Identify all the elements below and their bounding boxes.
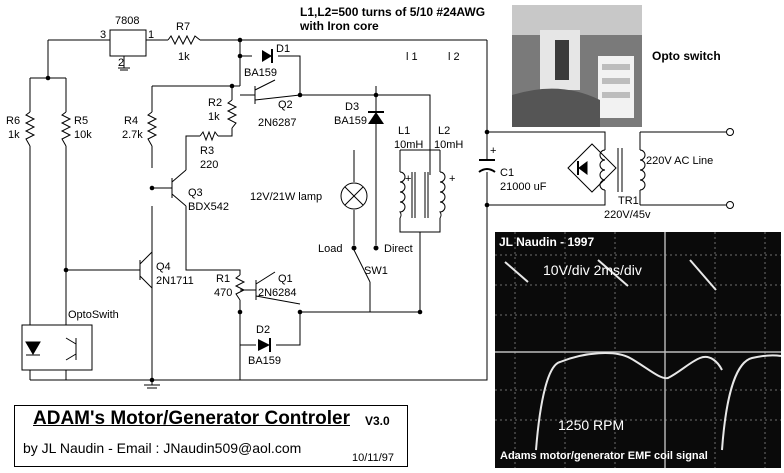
label-r1-value: 470 [214,287,232,299]
label-l1-dot-plus: + [405,173,411,185]
label-q1-part: 2N6284 [258,287,297,299]
label-d2-name: D2 [256,324,270,336]
label-direct: Direct [384,243,413,255]
label-l2-value: 10mH [434,139,463,151]
resistor-symbols [24,34,246,301]
transistor-q1 [240,271,301,305]
opto-switch-photo [512,5,642,127]
label-d2-part: BA159 [248,355,281,367]
diode-d2 [258,338,271,352]
label-l1-value: 10mH [394,139,423,151]
scope-rpm: 1250 RPM [558,417,624,433]
label-d3-name: D3 [345,101,359,113]
label-r4-value: 2.7k [122,129,143,141]
label-c1-plus: + [490,145,496,157]
label-l2-name: L2 [438,125,450,137]
label-q4-name: Q4 [156,261,171,273]
label-reg-pin-in: 3 [100,29,106,41]
label-r2-name: R2 [208,97,222,109]
label-sw1: SW1 [364,265,388,277]
label-r1-name: R1 [216,273,230,285]
label-r5-name: R5 [74,115,88,127]
label-lamp: 12V/21W lamp [250,191,322,203]
opto-switch-symbol [25,337,77,361]
label-q3-name: Q3 [188,187,203,199]
diode-d3 [368,111,384,124]
label-r6-value: 1k [8,129,20,141]
title-version: V3.0 [365,414,390,428]
label-reg-pin-gnd: 2 [118,57,124,69]
label-regulator: 7808 [115,15,139,27]
oscilloscope-screen [495,232,782,468]
label-d1-name: D1 [276,43,290,55]
label-r3-name: R3 [200,145,214,157]
diode-d1 [262,49,273,63]
transistor-q4 [130,251,153,289]
junction-dots [45,37,490,383]
transistor-q3 [152,155,187,226]
switch-sw1 [351,245,379,283]
label-r7-value: 1k [178,51,190,63]
coil-spec-line1: L1,L2=500 turns of 5/10 #24AWG [300,5,485,19]
label-c1-name: C1 [500,167,514,179]
label-q2-part: 2N6287 [258,117,297,129]
coil-l1 [399,171,416,219]
label-r4-name: R4 [124,115,138,127]
ac-terminals [726,128,734,209]
label-l2-top: l 2 [448,51,460,63]
label-tr1-name: TR1 [618,195,639,207]
label-q3-part: BDX542 [188,201,229,213]
label-c1-value: 21000 uF [500,181,547,193]
label-q4-part: 2N1711 [156,275,194,287]
scope-caption: Adams motor/generator EMF coil signal [500,450,708,462]
label-l2-dot-plus: + [449,173,455,185]
scope-scale: 10V/div 2ms/div [543,262,642,278]
transformer-tr1 [599,148,646,192]
label-opto: OptoSwith [68,309,119,321]
schematic-labels: L1,L2=500 turns of 5/10 #24AWG with Iron… [6,5,713,367]
photo-label: Opto switch [652,49,721,63]
label-ac-line: 220V AC Line [646,155,713,167]
title-main: ADAM's Motor/Generator Controler [33,408,350,429]
lamp-symbol [340,182,368,210]
label-tr1-value: 220V/45v [604,209,651,221]
label-l1-name: L1 [398,125,410,137]
coil-spec-line2: with Iron core [299,19,379,33]
ground-symbol [144,384,160,389]
coil-l2 [424,171,446,219]
label-q1-name: Q1 [278,273,293,285]
label-r3-value: 220 [200,159,218,171]
capacitor-c1 [478,159,496,173]
label-r2-value: 1k [208,111,220,123]
label-l1-top: l 1 [406,51,418,63]
label-d1-part: BA159 [244,67,277,79]
title-date: 10/11/97 [352,452,395,464]
label-q2-name: Q2 [278,99,293,111]
label-d3-part: BA159 [334,115,367,127]
label-r5-value: 10k [74,129,92,141]
regulator-7808 [109,29,147,71]
title-block: ADAM's Motor/Generator Controler V3.0 by… [14,405,408,467]
label-reg-pin-out: 1 [148,29,154,41]
title-byline: by JL Naudin - Email : JNaudin509@aol.co… [23,440,302,456]
label-r6-name: R6 [6,115,20,127]
bridge-rectifier [567,143,617,193]
scope-author: JL Naudin - 1997 [499,235,594,249]
label-r7-name: R7 [176,21,190,33]
transistor-q2 [240,79,301,104]
label-load: Load [318,243,342,255]
